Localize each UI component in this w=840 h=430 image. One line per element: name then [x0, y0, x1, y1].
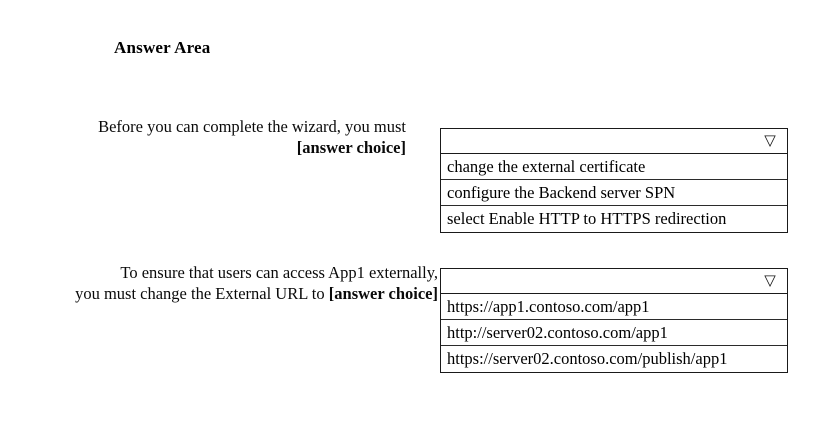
triangle-down-outline-icon[interactable]: ▽: [764, 132, 776, 149]
dropdown-2-option-3[interactable]: https://server02.contoso.com/publish/app…: [441, 346, 787, 372]
dropdown-1[interactable]: ▽ change the external certificate config…: [440, 128, 788, 233]
dropdown-2-option-2[interactable]: http://server02.contoso.com/app1: [441, 320, 787, 346]
dropdown-1-selected-row[interactable]: ▽: [441, 129, 787, 154]
dropdown-2-option-1[interactable]: https://app1.contoso.com/app1: [441, 294, 787, 320]
dropdown-2[interactable]: ▽ https://app1.contoso.com/app1 http://s…: [440, 268, 788, 373]
dropdown-1-option-1[interactable]: change the external certificate: [441, 154, 787, 180]
question-2-prompt-line-2: you must change the External URL to: [75, 284, 329, 303]
question-1-answer-choice-placeholder: [answer choice]: [296, 138, 406, 157]
question-2-prompt: To ensure that users can access App1 ext…: [14, 262, 438, 304]
question-2-prompt-line-1: To ensure that users can access App1 ext…: [120, 263, 438, 282]
triangle-down-outline-icon[interactable]: ▽: [764, 272, 776, 289]
question-1-prompt: Before you can complete the wizard, you …: [14, 116, 406, 158]
question-1-prompt-line-1: Before you can complete the wizard, you …: [98, 117, 406, 136]
dropdown-1-option-2[interactable]: configure the Backend server SPN: [441, 180, 787, 206]
page-title: Answer Area: [114, 38, 211, 57]
question-2-answer-choice-placeholder: [answer choice]: [328, 284, 438, 303]
dropdown-1-option-3[interactable]: select Enable HTTP to HTTPS redirection: [441, 206, 787, 232]
dropdown-2-selected-row[interactable]: ▽: [441, 269, 787, 294]
